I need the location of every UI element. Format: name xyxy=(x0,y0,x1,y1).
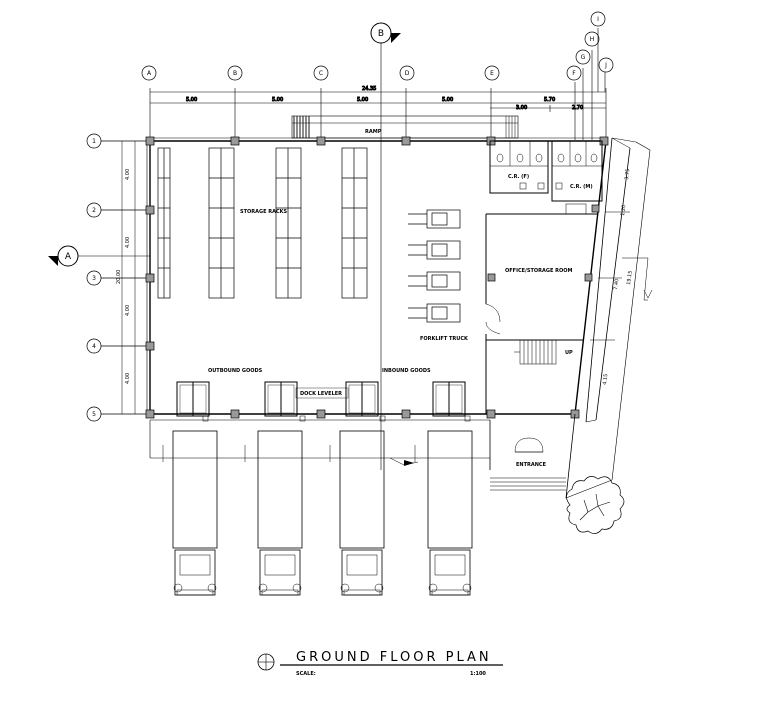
stair-up-label: UP xyxy=(565,350,573,356)
wing-dim-5: 4.15 xyxy=(602,373,609,385)
dock-apron xyxy=(162,415,471,466)
slanted-side-wing xyxy=(565,137,653,499)
bay-dim-5: 5.70 xyxy=(544,97,555,103)
outbound-goods-label: OUTBOUND GOODS xyxy=(208,368,263,374)
cr-male-label: C.R. (M) xyxy=(570,184,593,190)
grid-col-i: I xyxy=(597,16,599,23)
office-storage-label: OFFICE/STORAGE ROOM xyxy=(505,268,572,274)
ramp-label: RAMP xyxy=(365,129,382,135)
building-walls xyxy=(146,137,607,470)
grid-col-e: E xyxy=(490,70,494,77)
bay-dim-3: 5.00 xyxy=(357,97,368,103)
top-dimension-lines xyxy=(149,28,607,140)
forklift-trucks xyxy=(408,209,461,323)
delivery-trucks xyxy=(172,430,473,596)
forklift-2 xyxy=(408,240,461,260)
grid-col-b: B xyxy=(233,70,237,77)
dock-leveler-label: DOCK LEVELER xyxy=(300,391,342,397)
forklift-4 xyxy=(408,303,461,323)
scale-value: 1:100 xyxy=(470,671,486,677)
column-grid-bubbles xyxy=(141,11,614,81)
grid-col-d: D xyxy=(405,70,410,77)
title-block xyxy=(257,653,503,671)
side-dimension: 20.00 xyxy=(116,270,122,284)
grid-row-1: 1 xyxy=(92,138,96,145)
section-mark-a: A xyxy=(48,245,150,267)
section-mark-b: B xyxy=(370,22,401,470)
dock-doors xyxy=(176,381,466,417)
row-dim-4: 4.00 xyxy=(125,373,131,384)
drawing-title: GROUND FLOOR PLAN xyxy=(296,650,492,665)
storage-racks-label: STORAGE RACKS xyxy=(240,209,288,215)
scale-label: SCALE: xyxy=(296,671,316,677)
grid-col-f: F xyxy=(572,70,576,77)
office-storage-room xyxy=(485,213,598,414)
truck-4 xyxy=(427,430,473,596)
bay-dim-4: 5.00 xyxy=(442,97,453,103)
inbound-goods-label: INBOUND GOODS xyxy=(382,368,431,374)
wing-dim-3: 7.40 xyxy=(613,278,620,290)
grid-col-c: C xyxy=(319,70,323,77)
ramp xyxy=(291,115,519,139)
grid-row-5: 5 xyxy=(92,411,96,418)
grid-col-h: H xyxy=(590,36,595,43)
section-b-label: B xyxy=(378,29,384,39)
tree xyxy=(566,476,625,534)
bay-dim-1: 5.00 xyxy=(186,97,197,103)
truck-2 xyxy=(257,430,303,596)
sub-dim-1: 3.00 xyxy=(516,105,527,111)
entrance-label: ENTRANCE xyxy=(516,462,547,468)
stair xyxy=(514,339,557,365)
wing-dim-1: 3.75 xyxy=(624,168,631,180)
sub-dim-2: 2.70 xyxy=(572,105,583,111)
row-dim-1: 4.00 xyxy=(125,169,131,180)
forklift-label: FORKLIFT TRUCK xyxy=(420,336,469,342)
row-dim-2: 4.00 xyxy=(125,237,131,248)
structural-columns xyxy=(145,136,609,419)
grid-col-a: A xyxy=(147,70,152,77)
cr-female-label: C.R. (F) xyxy=(508,174,529,180)
grid-row-4: 4 xyxy=(92,343,96,350)
grid-row-2: 2 xyxy=(92,207,96,214)
grid-col-g: G xyxy=(581,54,586,61)
row-dim-3: 4.00 xyxy=(125,305,131,316)
grid-col-j: J xyxy=(604,62,607,69)
truck-3 xyxy=(339,430,385,596)
wing-dim-2: 1.20 xyxy=(620,204,627,216)
truck-1 xyxy=(172,430,218,596)
section-a-label: A xyxy=(65,252,72,262)
grid-row-3: 3 xyxy=(92,275,96,282)
overall-dimension: 24.35 xyxy=(362,86,376,92)
bay-dim-2: 5.00 xyxy=(272,97,283,103)
comfort-rooms xyxy=(489,140,603,215)
row-grid-bubbles xyxy=(86,133,150,422)
forklift-1 xyxy=(408,209,461,229)
entrance xyxy=(490,437,566,491)
wing-dim-4: 19.15 xyxy=(626,270,634,285)
forklift-3 xyxy=(408,271,461,291)
storage-racks xyxy=(157,147,368,299)
